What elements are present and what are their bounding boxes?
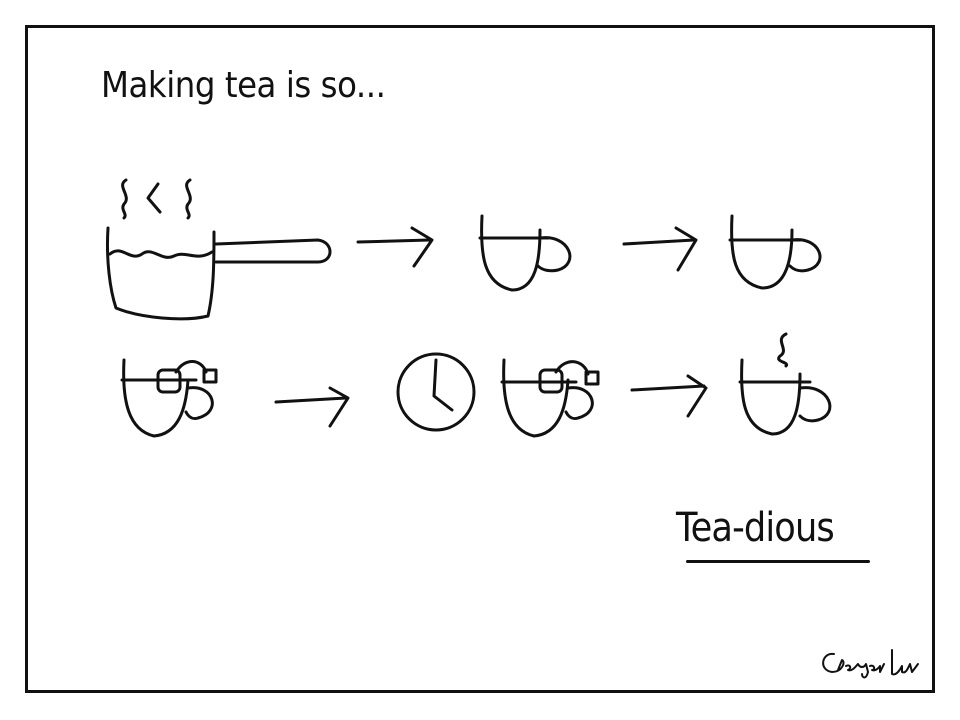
- cup-icon: [738, 358, 832, 436]
- comic-panel-border: [25, 25, 935, 693]
- arrow-icon: [356, 226, 434, 268]
- saucepan-icon: [105, 226, 332, 321]
- teabag-icon: [120, 358, 218, 438]
- teabag-icon: [500, 358, 600, 438]
- steam-icon: [777, 332, 789, 368]
- cup-icon: [478, 214, 572, 292]
- steam-icon: [121, 178, 192, 220]
- punchline-text: Tea-dious: [676, 505, 835, 551]
- clock-icon: [396, 352, 476, 432]
- arrow-icon: [630, 374, 708, 418]
- arrow-icon: [622, 226, 698, 272]
- cup-icon: [728, 214, 822, 290]
- comic-caption: Making tea is so...: [101, 65, 386, 106]
- signature: [822, 649, 919, 679]
- arrow-icon: [274, 386, 350, 428]
- punchline-underline: [686, 560, 870, 563]
